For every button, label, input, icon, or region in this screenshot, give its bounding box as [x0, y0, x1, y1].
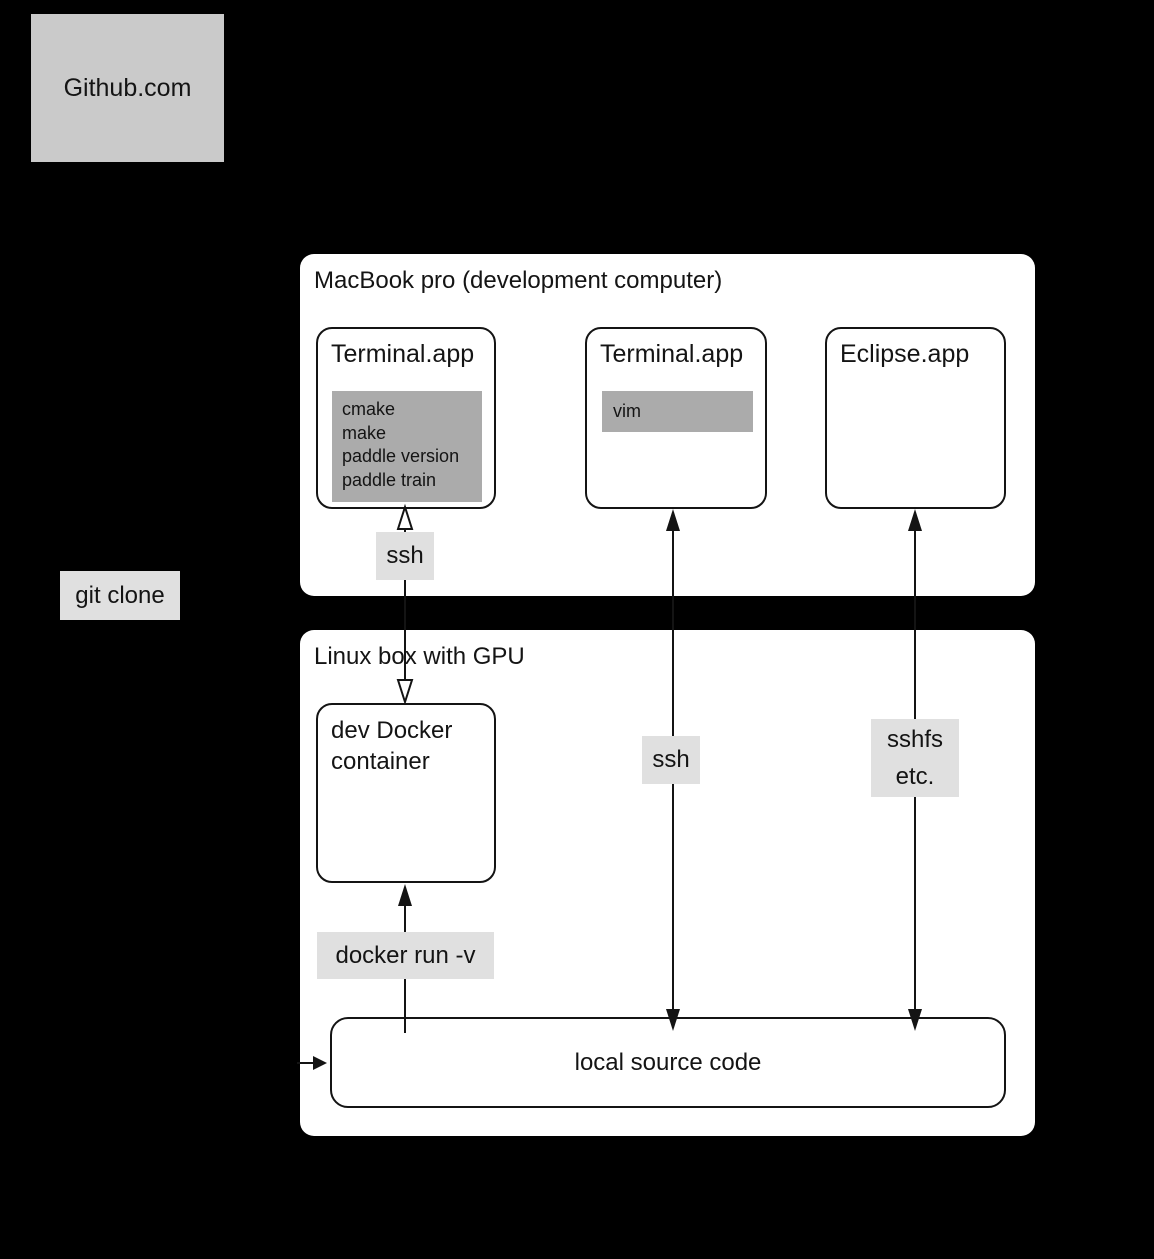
ssh-mid-text: ssh: [652, 746, 690, 773]
eclipse-title: Eclipse.app: [840, 340, 970, 368]
docker-run-text: docker run -v: [335, 941, 476, 969]
terminal1-title: Terminal.app: [331, 340, 475, 368]
git-clone-label: git clone: [60, 571, 180, 620]
dev-docker-container-box: dev Docker container: [316, 703, 496, 883]
terminal1-commands: cmake make paddle version paddle train: [332, 391, 482, 502]
github-label: Github.com: [63, 73, 192, 102]
terminal2-box: Terminal.app vim: [585, 327, 767, 509]
sshfs-label: sshfs etc.: [871, 719, 959, 797]
dev-docker-container-title: dev Docker container: [331, 717, 453, 775]
ssh-mid-label: ssh: [642, 736, 700, 784]
docker-run-label: docker run -v: [317, 932, 494, 979]
local-source-code-label: local source code: [574, 1048, 762, 1076]
eclipse-box: Eclipse.app: [825, 327, 1006, 509]
local-source-code-box: local source code: [330, 1017, 1006, 1108]
linux-title: Linux box with GPU: [314, 643, 525, 670]
macbook-panel: MacBook pro (development computer) Termi…: [300, 254, 1035, 596]
github-box: Github.com: [31, 14, 224, 162]
git-clone-text: git clone: [75, 581, 165, 609]
terminal1-box: Terminal.app cmake make paddle version p…: [316, 327, 496, 509]
macbook-title: MacBook pro (development computer): [314, 267, 723, 294]
linux-panel: Linux box with GPU dev Docker container …: [300, 630, 1035, 1136]
ssh-top-label: ssh: [376, 532, 434, 580]
ssh-top-text: ssh: [386, 542, 424, 569]
terminal2-title: Terminal.app: [600, 340, 744, 368]
terminal2-commands: vim: [602, 391, 753, 432]
